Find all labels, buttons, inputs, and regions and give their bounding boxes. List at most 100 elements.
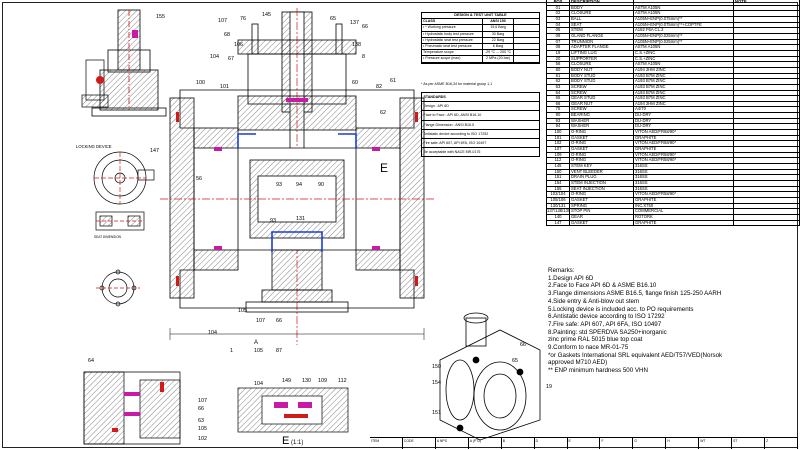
parts-cell: GLAND FLANGE	[570, 33, 634, 39]
main-part-balloon: 145	[262, 12, 271, 18]
parts-cell	[734, 45, 799, 50]
parts-cell	[734, 124, 799, 129]
parts-cell	[734, 28, 799, 33]
iso-part-balloon: 151	[432, 410, 441, 416]
parts-cell: 147	[547, 220, 570, 226]
detail-e-view	[237, 387, 349, 433]
design-table-cell: • Hydrostatic body test pressure	[422, 31, 483, 37]
main-part-balloon: 104	[208, 330, 217, 336]
parts-cell: VITON AED/FR58/90*	[634, 130, 734, 135]
detail-part-balloon: 130	[302, 378, 311, 384]
design-table-cell	[514, 44, 539, 49]
parts-cell	[734, 107, 799, 112]
parts-cell: O-RING	[570, 130, 634, 135]
parts-cell	[734, 164, 799, 169]
parts-cell: 150	[547, 169, 570, 175]
design-table-cell	[514, 38, 539, 43]
parts-cell	[734, 23, 799, 28]
parts-cell: GRAPHITE	[634, 220, 734, 226]
parts-cell: VITON AED/FR58/90*	[634, 141, 734, 147]
parts-cell: 137/138/139	[547, 209, 570, 214]
remark-line: 6.Antistatic device according to ISO 172…	[548, 313, 665, 321]
parts-cell: 102	[547, 141, 570, 147]
parts-cell: 90	[547, 113, 570, 118]
parts-cell	[734, 175, 799, 180]
design-table-row: • Pressure scope (max)2 MPa (20 bar)	[422, 56, 539, 63]
left-detail-balloon: 107	[198, 398, 207, 404]
parts-cell: STEM	[570, 28, 634, 33]
parts-cell	[734, 198, 799, 203]
parts-cell: 94	[547, 124, 570, 130]
parts-cell	[734, 68, 799, 73]
parts-cell: A105N+ENP(0.075mm)**	[634, 16, 734, 22]
parts-cell: STOP PIN	[570, 209, 634, 214]
parts-cell	[734, 6, 799, 11]
parts-cell: 151	[547, 175, 570, 180]
parts-cell: 93	[547, 118, 570, 124]
flange-view	[96, 269, 140, 307]
parts-cell	[734, 34, 799, 39]
parts-cell: SEAT	[570, 22, 634, 28]
parts-cell: 155	[547, 186, 570, 192]
parts-cell: 145	[547, 164, 570, 169]
balloon-155: 155	[156, 14, 165, 20]
main-part-balloon: 66	[276, 318, 282, 324]
standards-item: Flange Dimension : ANSI B16.5	[422, 121, 539, 130]
parts-header-note: NOTE	[735, 0, 747, 4]
parts-cell: 130/131	[547, 203, 570, 209]
parts-cell: C.S.+ZINC	[634, 50, 734, 56]
parts-cell: 316SS	[634, 181, 734, 186]
seat-dimension-view	[95, 211, 145, 231]
parts-cell	[734, 158, 799, 163]
main-part-balloon: 100	[196, 80, 205, 86]
left-side-lug-detail	[81, 59, 109, 108]
left-detail-balloon: 102	[198, 436, 207, 442]
parts-cell: WASHER	[570, 118, 634, 124]
parts-cell: 112	[547, 158, 570, 164]
parts-cell: 102/104	[547, 192, 570, 197]
parts-cell: CLOSURE	[570, 11, 634, 16]
remark-line: 2.Face to Face API 6D & ASME B16.10	[548, 282, 657, 290]
parts-cell	[734, 85, 799, 90]
parts-cell: VENT BLEEDER	[570, 169, 634, 175]
main-part-balloon: 107	[218, 18, 227, 24]
main-part-balloon: 137	[350, 20, 359, 26]
design-table-cell: 19,6 Barg	[483, 25, 514, 31]
parts-cell: STEM KEY	[570, 164, 634, 169]
balloon-147: 147	[150, 148, 159, 154]
parts-cell: O-RING	[570, 158, 634, 164]
parts-cell	[734, 141, 799, 146]
standards-title: STANDARDS	[422, 93, 539, 103]
parts-cell	[734, 113, 799, 118]
main-part-balloon: 93	[270, 218, 276, 224]
design-table-cell: • * Working pressure	[422, 25, 483, 31]
parts-cell: 109	[547, 152, 570, 158]
remark-line: 4.Side entry & Anti-blow out stem	[548, 297, 640, 305]
parts-cell: SUPPORTER	[570, 56, 634, 62]
main-part-balloon: 62	[380, 110, 386, 116]
parts-cell: 60	[547, 67, 570, 73]
locking-device-view	[93, 151, 155, 205]
left-detail-balloon: 105	[198, 426, 207, 432]
parts-cell: 07	[547, 39, 570, 45]
parts-cell: 03	[547, 16, 570, 22]
parts-cell: A193 B7M ZINC	[634, 73, 734, 79]
strip-cell: ST	[732, 438, 766, 449]
parts-cell: SCREW	[570, 84, 634, 90]
parts-cell: GRAPHITE	[634, 135, 734, 141]
parts-cell: GEAR STUD	[570, 96, 634, 101]
main-part-balloon: 76	[240, 16, 246, 22]
parts-cell: 105/106	[547, 197, 570, 203]
